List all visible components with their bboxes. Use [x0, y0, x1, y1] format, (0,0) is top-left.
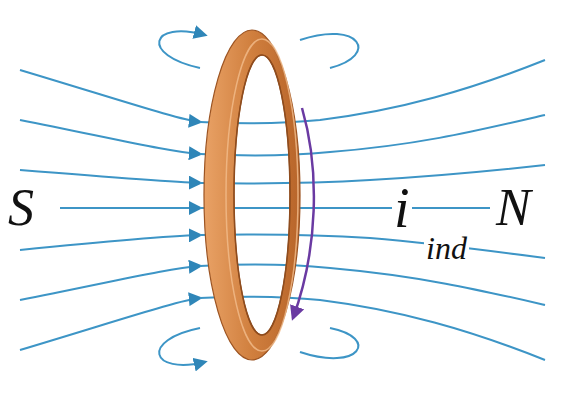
- field-loop: [159, 328, 205, 365]
- field-line: [200, 115, 545, 155]
- ring-highlight: [226, 39, 298, 351]
- field-line: [20, 170, 200, 183]
- field-line: [20, 298, 200, 350]
- field-line: [200, 165, 545, 183]
- pole-label: S: [6, 182, 36, 234]
- current-symbol: i: [392, 180, 412, 236]
- field-line: [200, 235, 545, 258]
- field-loop: [300, 328, 358, 358]
- field-line: [200, 207, 490, 209]
- copper-ring: [204, 30, 300, 360]
- induced-current-arrow: [293, 108, 314, 318]
- field-loop: [159, 31, 205, 68]
- field-line: [20, 235, 200, 250]
- field-line: [20, 120, 200, 154]
- field-line: [200, 265, 545, 305]
- field-line: [20, 266, 200, 300]
- pole-label: N: [494, 182, 533, 234]
- field-line: [20, 70, 200, 122]
- field-loop: [300, 34, 358, 68]
- field-line: [60, 207, 200, 209]
- ring-inner-edge: [234, 55, 290, 335]
- current-subscript: ind: [424, 232, 469, 264]
- field-line: [200, 60, 545, 123]
